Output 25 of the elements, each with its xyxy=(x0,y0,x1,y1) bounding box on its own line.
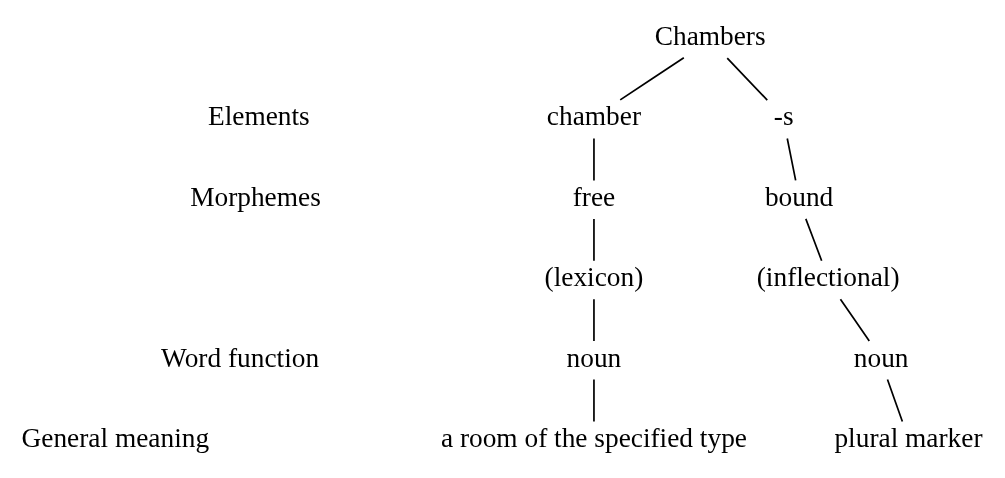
node-text: noun xyxy=(853,342,909,373)
node-text: -s xyxy=(773,100,794,131)
node-text: free xyxy=(572,181,616,212)
node-text: bound xyxy=(764,181,834,212)
connector xyxy=(839,297,871,342)
node-text: Chambers xyxy=(654,20,766,51)
label: Word function xyxy=(161,342,320,373)
connector xyxy=(726,56,769,101)
node-text: (lexicon) xyxy=(544,261,644,292)
connector xyxy=(619,56,685,101)
connector xyxy=(886,378,904,422)
connector xyxy=(804,217,823,262)
node-text: (inflectional) xyxy=(756,261,900,292)
connector xyxy=(593,217,595,262)
node-text: plural marker xyxy=(834,422,983,453)
label: Morphemes xyxy=(190,181,321,212)
connector xyxy=(593,378,595,422)
node-text: a room of the specified type xyxy=(440,422,747,453)
node-text: noun xyxy=(566,342,622,373)
label: Elements xyxy=(208,100,310,131)
connector xyxy=(786,137,797,181)
label: General meaning xyxy=(21,422,210,453)
node-text: chamber xyxy=(546,100,642,131)
connector xyxy=(593,137,595,181)
connector xyxy=(593,297,595,342)
